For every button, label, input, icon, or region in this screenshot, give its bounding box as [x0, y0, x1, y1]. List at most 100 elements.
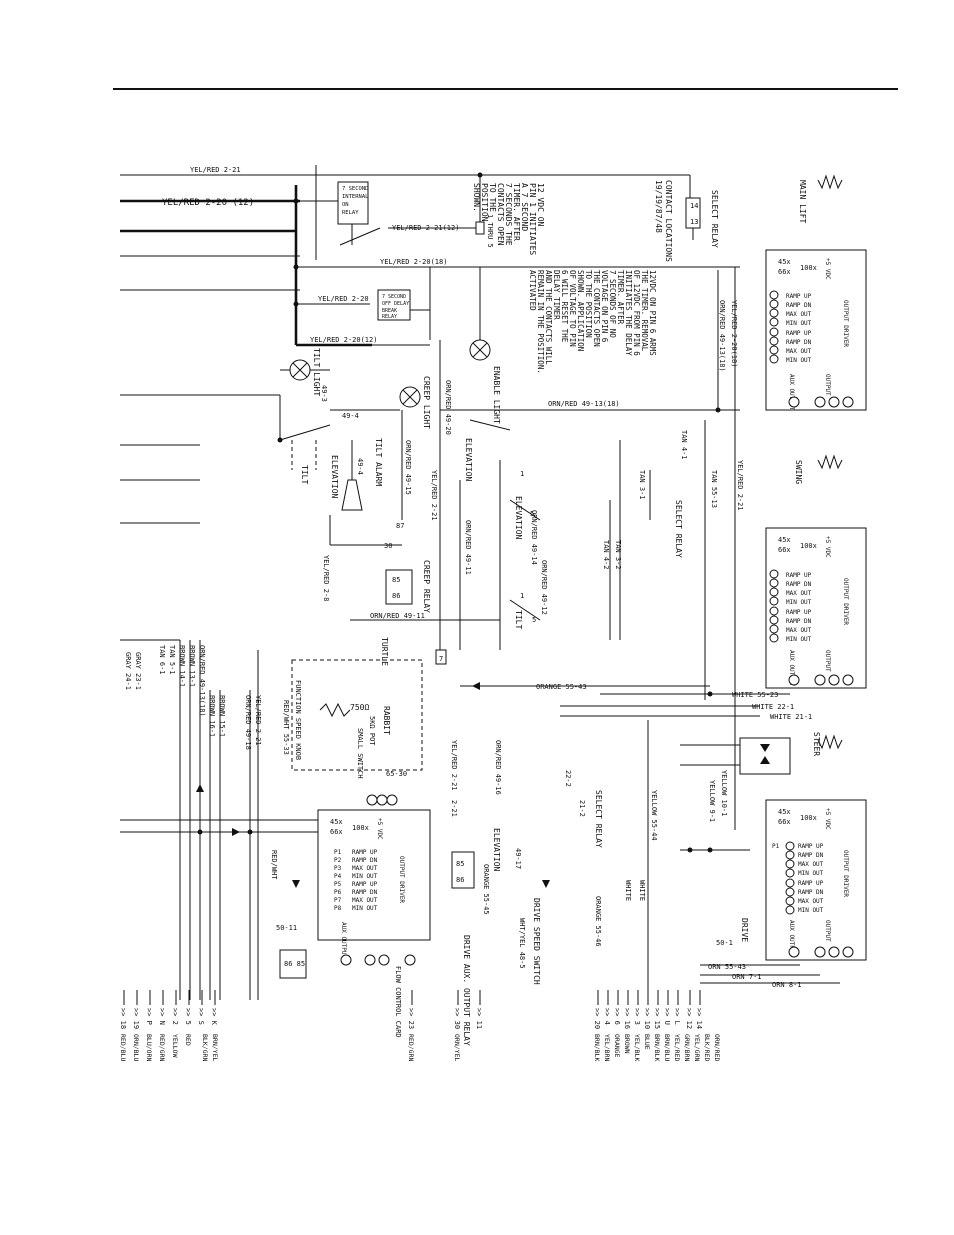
svg-text:MAX OUT: MAX OUT	[786, 348, 812, 355]
pin-label: >> 30	[453, 1008, 461, 1029]
svg-text:ORANGE 55-43: ORANGE 55-43	[536, 683, 587, 691]
pin-label: >> 10	[643, 1008, 651, 1029]
svg-text:ORN 55-43: ORN 55-43	[708, 963, 746, 971]
svg-text:49-3: 49-3	[320, 385, 328, 402]
svg-text:ORN/RED 49-20: ORN/RED 49-20	[444, 380, 452, 435]
svg-text:RAMP DN: RAMP DN	[352, 889, 378, 896]
svg-text:BROWN 16-1: BROWN 16-1	[208, 695, 216, 737]
svg-text:49-4: 49-4	[356, 458, 364, 475]
svg-text:TAN 6-1: TAN 6-1	[158, 645, 166, 675]
svg-text:7: 7	[439, 655, 443, 663]
svg-text:RAMP DN: RAMP DN	[786, 302, 812, 309]
svg-text:750Ω: 750Ω	[350, 703, 369, 712]
svg-text:ORN 7-1: ORN 7-1	[732, 973, 762, 981]
svg-text:TAN 55-13: TAN 55-13	[710, 470, 718, 508]
svg-text:45x: 45x	[778, 258, 791, 266]
svg-text:TAN 5-1: TAN 5-1	[168, 645, 176, 675]
svg-text:ORN/RED 49-13(18): ORN/RED 49-13(18)	[548, 400, 620, 408]
pin-label: >> 16	[623, 1008, 631, 1029]
svg-text:66x: 66x	[778, 268, 791, 276]
svg-text:TILT: TILT	[514, 610, 523, 629]
wire-color-label: RED	[184, 1034, 192, 1046]
svg-text:MAIN LIFT: MAIN LIFT	[798, 180, 807, 224]
pin-label: >> 19	[132, 1008, 140, 1029]
wire-color-label: YELLOW	[171, 1034, 179, 1058]
svg-text:ELEVATION: ELEVATION	[330, 455, 339, 499]
svg-text:VOLTAGE ON PIN 6: VOLTAGE ON PIN 6	[600, 270, 609, 343]
svg-text:7 SECOND: 7 SECOND	[342, 186, 369, 192]
svg-text:CREEP RELAY: CREEP RELAY	[422, 560, 431, 613]
pin-label: >> S	[197, 1008, 205, 1025]
svg-text:P8: P8	[334, 905, 342, 912]
pin-label: >> 6	[613, 1008, 621, 1025]
svg-text:TIMER. AFTER: TIMER. AFTER	[512, 183, 521, 241]
wire-color-label: RED/BLU	[119, 1034, 127, 1061]
svg-text:SWING: SWING	[794, 460, 803, 484]
svg-text:RAMP DN: RAMP DN	[786, 581, 812, 588]
svg-text:ORN/RED 49-14: ORN/RED 49-14	[530, 510, 538, 565]
svg-text:STEER: STEER	[812, 732, 821, 756]
wire-color-label: BLK/RED	[703, 1034, 711, 1061]
wire-color-label: YEL/RED	[673, 1034, 681, 1061]
select-relay-top: 14 13 SELECT RELAY	[685, 175, 719, 248]
wire-yel-red-2-20: YEL/RED 2-20	[318, 295, 369, 303]
svg-text:ORANGE 55-45: ORANGE 55-45	[482, 864, 490, 915]
svg-text:ELEVATION: ELEVATION	[514, 496, 523, 540]
svg-text:DELAY TIMER: DELAY TIMER	[552, 270, 561, 320]
svg-text:85: 85	[392, 576, 400, 584]
svg-text:RAMP DN: RAMP DN	[798, 889, 824, 896]
svg-text:TILT ALARM: TILT ALARM	[374, 438, 383, 486]
relay-7sec-mid: 7 SECOND OFF DELAY BREAK RELAY	[372, 267, 431, 346]
svg-text:FLOW CONTROL CARD: FLOW CONTROL CARD	[394, 966, 402, 1038]
svg-text:RAMP UP: RAMP UP	[786, 330, 812, 337]
svg-text:7 SECONDS OF NO: 7 SECONDS OF NO	[608, 270, 617, 338]
pin-label: >> P	[145, 1008, 153, 1025]
pin-label: >> 12	[685, 1008, 693, 1029]
svg-text:49-17: 49-17	[514, 848, 522, 869]
svg-text:YELLOW 10-1: YELLOW 10-1	[720, 770, 728, 816]
svg-text:OF VOLTAGE TO PIN: OF VOLTAGE TO PIN	[568, 270, 577, 347]
svg-text:P1: P1	[334, 849, 342, 856]
pin-label: >> 15	[653, 1008, 661, 1029]
svg-text:P6: P6	[334, 889, 342, 896]
pin-label: >> 18	[119, 1008, 127, 1029]
svg-text:RAMP UP: RAMP UP	[786, 609, 812, 616]
svg-text:TO THE: TO THE	[488, 183, 497, 212]
svg-text:50-1: 50-1	[716, 939, 733, 947]
svg-text:RAMP UP: RAMP UP	[798, 843, 824, 850]
svg-text:RAMP UP: RAMP UP	[352, 849, 378, 856]
wire-yel-red-2-20-12: YEL/RED 2-20 (12)	[162, 198, 254, 208]
top-left-wires: YEL/RED 2-21 YEL/RED 2-20 (12) YEL/RED 2…	[120, 166, 740, 524]
select-relay-lower: SELECT RELAY 22-2 21-2 ORANGE 55-46 WHIT…	[564, 770, 840, 989]
svg-text:MIN OUT: MIN OUT	[786, 636, 812, 643]
svg-text:MIN OUT: MIN OUT	[798, 907, 824, 914]
svg-text:MIN OUT: MIN OUT	[798, 870, 824, 877]
driver-card-function: 45x 66x 100x +5 VDC P1 P2 P3 P4 P5 P6 P7…	[270, 809, 431, 1038]
svg-text:ORN/RED 49-15: ORN/RED 49-15	[404, 440, 412, 495]
svg-text:RAMP UP: RAMP UP	[798, 880, 824, 887]
svg-text:65-30: 65-30	[386, 770, 407, 778]
wire-color-label: ORN/BLU	[132, 1034, 140, 1061]
enable-light: ENABLE LIGHT	[469, 267, 501, 424]
svg-text:OUTPUT DRIVER: OUTPUT DRIVER	[842, 300, 849, 347]
pin-label: >> 14	[695, 1008, 703, 1029]
wire-color-label: RED/GRN	[158, 1034, 166, 1061]
svg-text:OUTPUT: OUTPUT	[824, 650, 831, 672]
svg-text:MAX OUT: MAX OUT	[798, 861, 824, 868]
svg-text:ENABLE LIGHT: ENABLE LIGHT	[492, 366, 501, 424]
pin-label: >> 20	[593, 1008, 601, 1029]
wire-color-label: ORN/RED	[713, 1034, 721, 1061]
steer-bridge: STEER YELLOW 9-1 YELLOW 10-1 YELLOW 55-4…	[647, 720, 821, 990]
svg-text:AUX OUTPUT: AUX OUTPUT	[788, 920, 795, 957]
svg-text:+5 VDC: +5 VDC	[376, 818, 383, 840]
svg-text:AUX OUTPUT: AUX OUTPUT	[788, 650, 795, 687]
svg-text:CREEP LIGHT: CREEP LIGHT	[422, 376, 431, 429]
svg-text:WHITE 55-23: WHITE 55-23	[732, 691, 778, 699]
svg-text:50-11: 50-11	[276, 924, 297, 932]
svg-text:SELECT RELAY: SELECT RELAY	[594, 790, 603, 848]
driver-card-drive: DRIVE 45x 66x 100x +5 VDC P1 RAMP UP RAM…	[740, 734, 867, 961]
driver-card-main-lift: MAIN LIFT 45x 66x 100x +5 VDC RAMP UP RA…	[765, 174, 867, 411]
pin-label: >> 5	[184, 1008, 192, 1025]
relay-7sec-top: 7 SECOND INTERNAL ON RELAY YEL/RED 2-21(…	[315, 165, 494, 260]
wire-yel-red-2-20-18: YEL/RED 2-20(18)	[380, 258, 447, 266]
